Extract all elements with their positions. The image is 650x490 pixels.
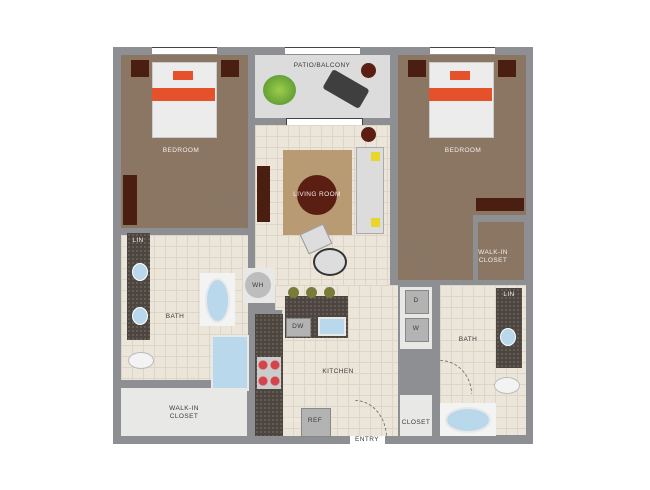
bedroom-right-label: BEDROOM	[444, 147, 482, 154]
side-table	[361, 63, 376, 78]
pillow	[371, 152, 380, 161]
dryer-icon	[405, 290, 429, 314]
bath-left-label: BATH	[165, 313, 185, 320]
nightstand	[498, 60, 516, 77]
kitchen-label: KITCHEN	[322, 368, 354, 375]
washer-icon	[405, 318, 429, 342]
dresser	[476, 198, 524, 211]
pillow	[173, 71, 193, 80]
vanity-right	[496, 288, 522, 368]
window	[285, 47, 360, 54]
entry-door[interactable]	[350, 436, 385, 444]
stove-icon	[257, 357, 281, 389]
bath-right-label: BATH	[458, 336, 478, 343]
wh-label: WH	[252, 282, 264, 289]
pillow	[450, 71, 470, 80]
walk-in-closet-right-label: WALK-IN CLOSET	[478, 249, 508, 264]
toilet-icon	[128, 352, 154, 369]
dryer-label: D	[413, 297, 419, 304]
refrigerator-icon	[301, 408, 331, 437]
dishwasher-icon	[286, 318, 311, 337]
nightstand	[221, 60, 239, 77]
walk-in-closet-right	[478, 222, 524, 280]
patio-label: PATIO/BALCONY	[293, 62, 351, 69]
pantry-label: PAN	[284, 417, 300, 424]
sink-icon	[132, 263, 148, 281]
sink-icon	[500, 328, 516, 346]
window	[430, 47, 495, 54]
shower-icon	[211, 335, 249, 391]
closet	[400, 395, 432, 436]
side-table	[361, 127, 376, 142]
sink-icon	[132, 307, 148, 325]
washer-label: W	[412, 325, 420, 332]
kitchen-sink-icon	[318, 317, 346, 336]
dw-label: DW	[292, 323, 304, 330]
sofa-icon	[356, 147, 384, 234]
nightstand	[131, 60, 149, 77]
toilet-icon	[494, 377, 520, 394]
kitchen-hall	[275, 285, 285, 310]
ref-label: REF	[307, 417, 323, 424]
tv-stand	[257, 166, 270, 222]
window	[152, 47, 217, 54]
bar-stool	[288, 287, 299, 298]
tub-basin	[445, 407, 491, 433]
lin-left-label: LIN	[132, 237, 144, 244]
walk-in-closet-left-label: WALK-IN CLOSET	[169, 405, 199, 420]
tub-basin	[205, 278, 230, 323]
plant-icon	[263, 75, 296, 105]
armchair-icon	[313, 248, 347, 276]
blanket	[152, 88, 215, 101]
dresser	[123, 175, 137, 225]
pillow	[371, 218, 380, 227]
water-heater-icon	[245, 272, 271, 298]
bar-stool	[306, 287, 317, 298]
bar-stool	[324, 287, 335, 298]
nightstand	[408, 60, 426, 77]
closet-label: CLOSET	[401, 419, 431, 426]
blanket	[429, 88, 492, 101]
lin-right-label: LIN	[503, 291, 515, 298]
coffee-table	[297, 175, 337, 215]
bedroom-left-label: BEDROOM	[162, 147, 200, 154]
entry-label: ENTRY	[355, 436, 379, 443]
living-room-label: LIVING ROOM	[293, 191, 341, 198]
walk-in-closet-left	[121, 388, 247, 436]
